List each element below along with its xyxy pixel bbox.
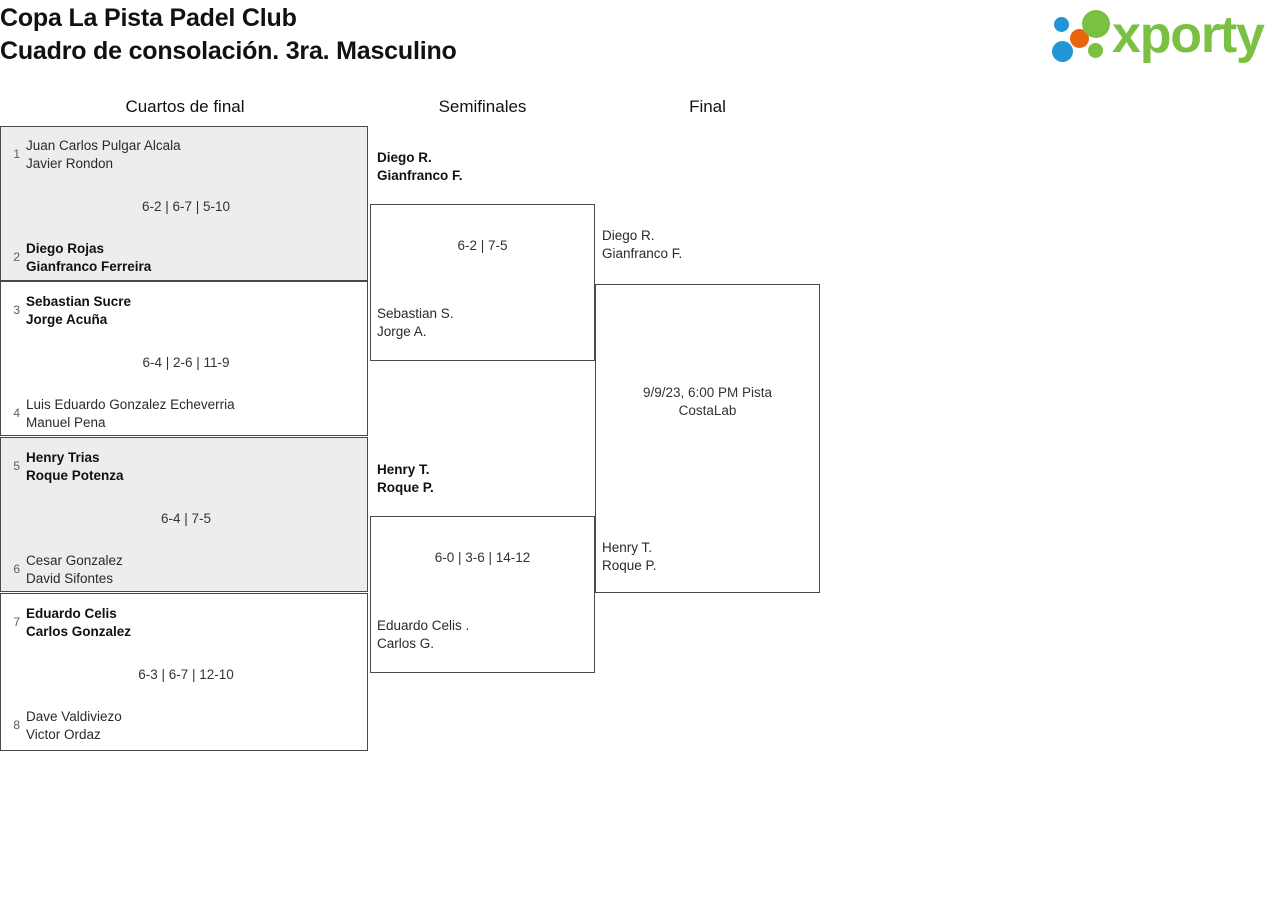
qf3-bottom-seed: 6 (13, 562, 20, 576)
qf1-top-player2: Javier Rondon (26, 156, 114, 171)
match-qf-4[interactable] (0, 593, 368, 751)
bracket-subtitle: Cuadro de consolación. 3ra. Masculino (0, 37, 457, 65)
final-top-player1: Diego R. (602, 228, 655, 243)
round-header-final: Final (689, 97, 726, 116)
qf3-score: 6-4 | 7-5 (160, 511, 212, 526)
qf3-bottom-names: Cesar Gonzalez David Sifontes (26, 552, 123, 588)
qf4-score: 6-3 | 6-7 | 12-10 (138, 667, 234, 682)
qf4-bottom-player2: Victor Ordaz (26, 727, 101, 742)
logo-dot-orange (1070, 29, 1089, 48)
logo-dot-blue-small (1054, 17, 1069, 32)
logo-dot-green-small (1088, 43, 1103, 58)
logo-dot-blue-large (1052, 41, 1073, 62)
match-final[interactable] (595, 284, 820, 593)
tournament-name: Copa La Pista Padel Club (0, 4, 297, 32)
qf1-bottom-names: Diego Rojas Gianfranco Ferreira (26, 240, 151, 276)
sf2-top-player2: Roque P. (377, 480, 434, 495)
match-qf-3[interactable] (0, 437, 368, 592)
qf2-top-player1: Sebastian Sucre (26, 294, 132, 309)
qf3-top-names: Henry Trias Roque Potenza (26, 449, 124, 485)
sf1-bottom-player1: Sebastian S. (377, 306, 454, 321)
logo-wordmark: xporty (1112, 6, 1265, 64)
match-sf-2[interactable] (370, 516, 595, 673)
match-sf-1[interactable] (370, 204, 595, 361)
qf1-bottom-player2: Gianfranco Ferreira (26, 259, 152, 274)
final-schedule-venue: CostaLab (678, 403, 737, 418)
sf2-bottom-names: Eduardo Celis . Carlos G. (377, 617, 469, 653)
sf1-top-names: Diego R. Gianfranco F. (377, 149, 463, 185)
qf2-top-names: Sebastian Sucre Jorge Acuña (26, 293, 131, 329)
page-title: Copa La Pista Padel Club Cuadro de conso… (0, 2, 457, 68)
logo-dot-green-large (1082, 10, 1110, 38)
sf1-top-player2: Gianfranco F. (377, 168, 463, 183)
logo-dots-icon (1052, 10, 1114, 62)
qf2-bottom-player2: Manuel Pena (26, 415, 106, 430)
qf2-bottom-player1: Luis Eduardo Gonzalez Echeverria (26, 397, 235, 412)
qf4-top-names: Eduardo Celis Carlos Gonzalez (26, 605, 131, 641)
qf4-bottom-names: Dave Valdiviezo Victor Ordaz (26, 708, 122, 744)
sf2-top-player1: Henry T. (377, 462, 430, 477)
sf2-bottom-player1: Eduardo Celis . (377, 618, 470, 633)
qf2-top-player2: Jorge Acuña (26, 312, 108, 327)
final-bottom-names: Henry T. Roque P. (602, 539, 657, 575)
final-top-player2: Gianfranco F. (602, 246, 683, 261)
qf2-score: 6-4 | 2-6 | 11-9 (142, 355, 230, 370)
final-schedule: 9/9/23, 6:00 PM Pista CostaLab (602, 384, 813, 420)
qf4-bottom-seed: 8 (13, 718, 20, 732)
qf3-bottom-player2: David Sifontes (26, 571, 114, 586)
qf3-bottom-player1: Cesar Gonzalez (26, 553, 123, 568)
qf3-top-player1: Henry Trias (26, 450, 100, 465)
sf1-score: 6-2 | 7-5 (457, 238, 508, 253)
qf4-top-seed: 7 (13, 615, 20, 629)
final-schedule-datetime: 9/9/23, 6:00 PM Pista (642, 385, 773, 400)
qf1-top-seed: 1 (13, 147, 20, 161)
sf1-bottom-player2: Jorge A. (377, 324, 427, 339)
sf2-bottom-player2: Carlos G. (377, 636, 435, 651)
final-top-names: Diego R. Gianfranco F. (602, 227, 682, 263)
match-qf-1[interactable] (0, 126, 368, 281)
sf1-bottom-names: Sebastian S. Jorge A. (377, 305, 454, 341)
qf3-top-player2: Roque Potenza (26, 468, 124, 483)
qf1-top-names: Juan Carlos Pulgar Alcala Javier Rondon (26, 137, 181, 173)
match-qf-2[interactable] (0, 281, 368, 436)
qf4-top-player2: Carlos Gonzalez (26, 624, 132, 639)
qf4-bottom-player1: Dave Valdiviezo (26, 709, 122, 724)
round-header-quarterfinals: Cuartos de final (125, 97, 245, 116)
sf1-top-player1: Diego R. (377, 150, 432, 165)
qf2-bottom-seed: 4 (13, 406, 20, 420)
round-header-semifinals: Semifinales (438, 97, 527, 116)
sf2-top-names: Henry T. Roque P. (377, 461, 434, 497)
qf1-bottom-player1: Diego Rojas (26, 241, 105, 256)
qf1-top-player1: Juan Carlos Pulgar Alcala (26, 138, 181, 153)
xporty-logo[interactable]: xporty (1052, 6, 1276, 66)
qf2-top-seed: 3 (13, 303, 20, 317)
qf3-top-seed: 5 (13, 459, 20, 473)
qf4-top-player1: Eduardo Celis (26, 606, 117, 621)
sf2-score: 6-0 | 3-6 | 14-12 (434, 550, 531, 565)
final-bottom-player2: Roque P. (602, 558, 657, 573)
qf2-bottom-names: Luis Eduardo Gonzalez Echeverria Manuel … (26, 396, 235, 432)
qf1-score: 6-2 | 6-7 | 5-10 (141, 199, 231, 214)
final-bottom-player1: Henry T. (602, 540, 653, 555)
page-header: Copa La Pista Padel Club Cuadro de conso… (0, 0, 1280, 78)
qf1-bottom-seed: 2 (13, 250, 20, 264)
